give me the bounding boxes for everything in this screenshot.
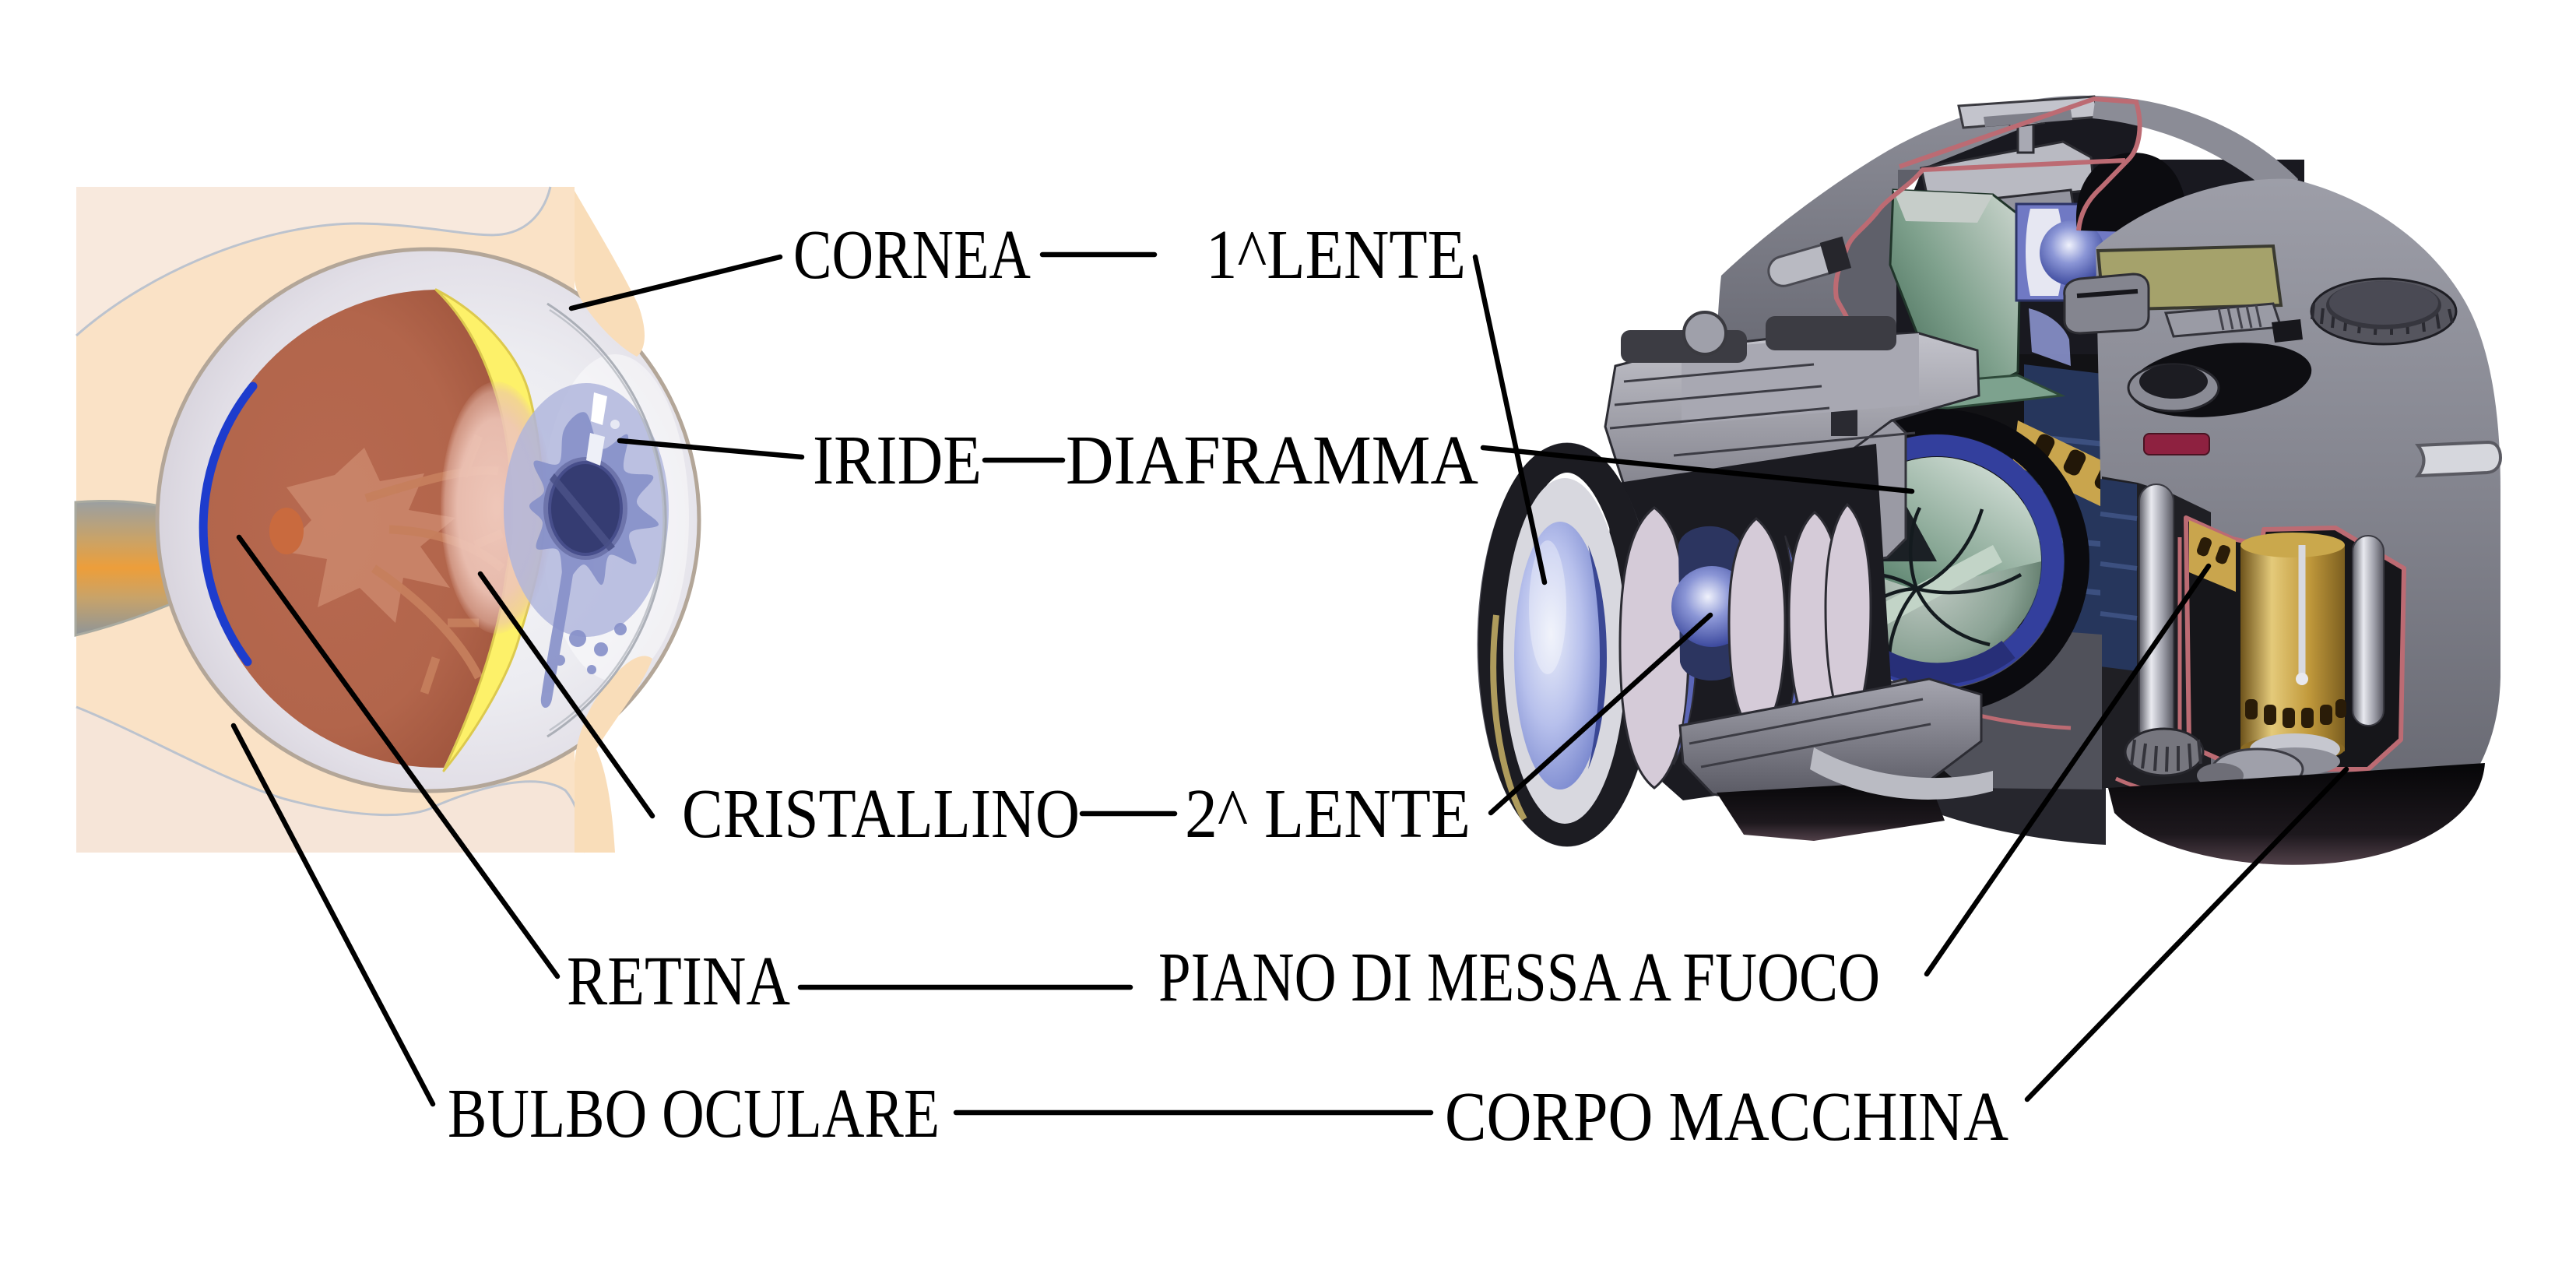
svg-text:1^LENTE: 1^LENTE [1206, 216, 1466, 294]
svg-text:RETINA: RETINA [567, 943, 790, 1020]
svg-text:PIANO DI MESSA A FUOCO: PIANO DI MESSA A FUOCO [1158, 939, 1880, 1016]
svg-text:2^ LENTE: 2^ LENTE [1185, 775, 1471, 853]
svg-text:CORNEA: CORNEA [793, 216, 1031, 294]
svg-text:BULBO OCULARE: BULBO OCULARE [448, 1075, 940, 1152]
svg-text:CORPO MACCHINA: CORPO MACCHINA [1445, 1078, 2008, 1155]
svg-text:DIAFRAMMA: DIAFRAMMA [1066, 422, 1478, 499]
svg-text:IRIDE: IRIDE [813, 422, 982, 499]
svg-text:CRISTALLINO: CRISTALLINO [682, 775, 1080, 853]
